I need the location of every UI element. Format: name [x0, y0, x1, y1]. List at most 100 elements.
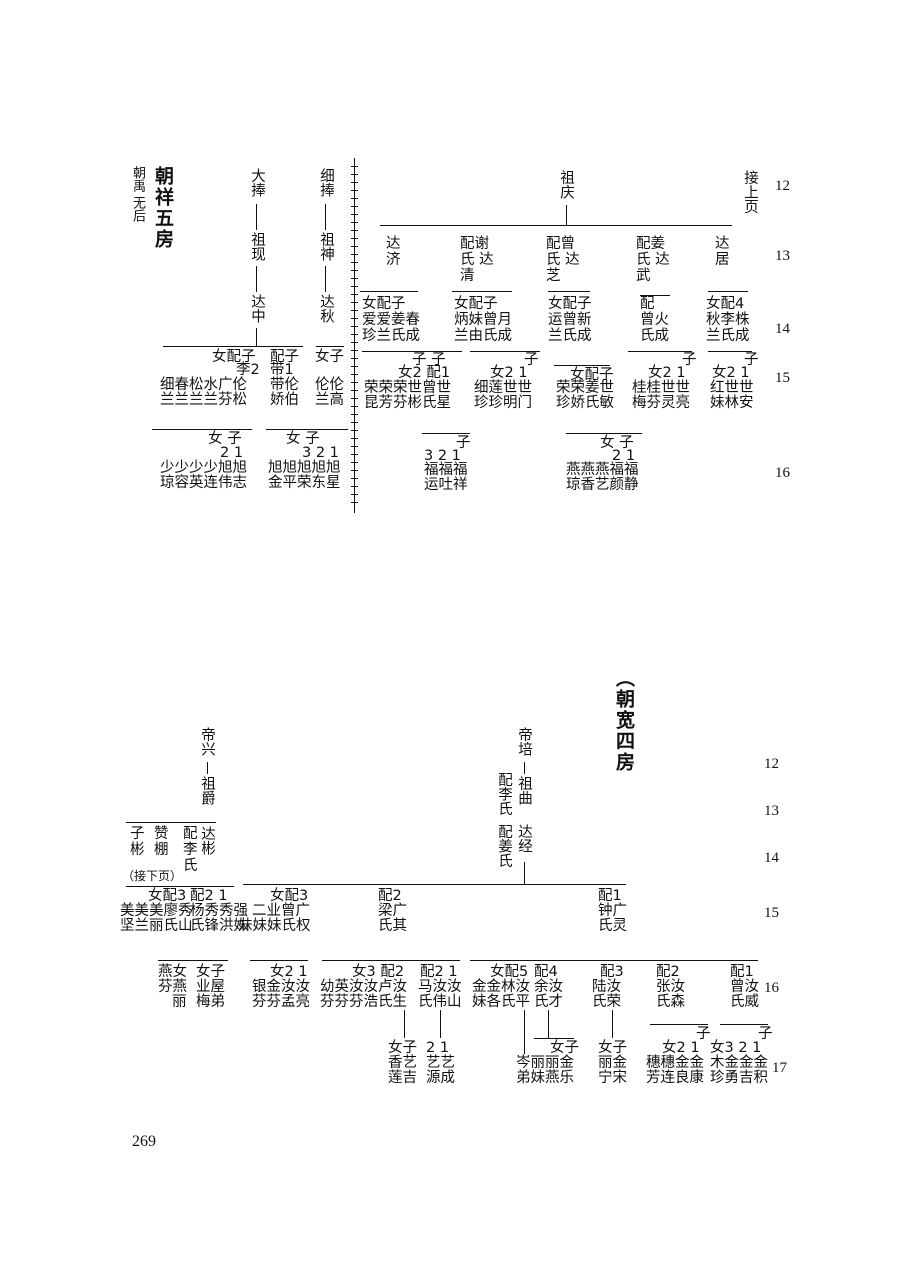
ruler-tick — [351, 502, 358, 503]
g17-names: 弟妹燕乐 — [516, 1070, 574, 1086]
ruler-tick — [351, 206, 358, 207]
line — [440, 1010, 441, 1038]
mid-g12: 帝培 — [516, 727, 532, 756]
line — [534, 1038, 574, 1039]
ruler-tick — [351, 374, 358, 375]
ruler-tick — [351, 294, 358, 295]
g16-names: 运吐祥 — [424, 477, 468, 493]
col2-g14: 达秋 — [318, 294, 334, 323]
g15-names: 荣荣姜世 — [556, 380, 614, 396]
line — [470, 351, 540, 352]
col1-g12: 大捧 — [249, 168, 265, 197]
g13-item: 达居 — [715, 236, 730, 268]
g16-names: 张汝 — [656, 979, 685, 995]
ruler-tick — [351, 438, 358, 439]
g16-label: 配2 — [656, 964, 680, 980]
line — [422, 433, 470, 434]
g17-label: 子 — [696, 1026, 711, 1042]
col1-g13: 祖现 — [249, 232, 265, 261]
g15-label: 配2 1 — [190, 888, 228, 904]
g15-names: 兰兰兰兰芬松 — [160, 392, 247, 408]
g16-names: 妹各氏平 — [472, 994, 530, 1010]
ruler-tick — [351, 174, 358, 175]
line — [256, 328, 257, 346]
g17-label: 2 1 — [426, 1040, 450, 1056]
ruler-tick — [351, 454, 358, 455]
g16-names: 少少少少旭旭 — [160, 460, 247, 476]
col2-g12: 细捧 — [318, 168, 334, 197]
line — [524, 762, 525, 774]
g15-names: 细春松水广伦 — [160, 377, 247, 393]
ruler-tick — [351, 382, 358, 383]
mid-g13-wife: 配李氏 — [496, 772, 512, 816]
ruler-tick — [351, 318, 358, 319]
g15-label: 女2 1 — [490, 365, 528, 381]
generation-13: 13 — [764, 803, 779, 819]
generation-14: 14 — [764, 850, 779, 866]
g15-label: 女2 配1 — [398, 365, 451, 381]
g15-names: 二业曾广 — [252, 903, 310, 919]
ruler-tick — [351, 358, 358, 359]
g13-item: 配谢氏 达清 — [460, 236, 494, 284]
line — [152, 429, 252, 430]
g15-names: 带伦 — [270, 377, 299, 393]
g17-names: 木金金金 — [710, 1055, 768, 1071]
g16-names: 银金汝汝 — [252, 979, 310, 995]
g15-names: 梅芬灵亮 — [632, 395, 690, 411]
g16-names: 丽 — [172, 994, 187, 1010]
g16-label: 女 子 — [208, 431, 242, 447]
ruler-tick — [351, 414, 358, 415]
g17-names: 丽金 — [598, 1055, 627, 1071]
line — [207, 762, 208, 774]
branch-text: 棚 — [154, 842, 169, 858]
col2-g13: 祖神 — [318, 232, 334, 261]
ruler-tick — [351, 278, 358, 279]
mid-g14: 达经 — [516, 824, 532, 853]
line — [325, 204, 326, 230]
ruler-tick — [351, 254, 358, 255]
generation-12: 12 — [764, 756, 779, 772]
g15-names: 珍珍明门 — [474, 395, 532, 411]
generation-14: 14 — [775, 321, 790, 337]
left-g14: 达彬 — [199, 826, 215, 855]
g15-label: 子 — [524, 352, 539, 368]
line — [452, 291, 512, 292]
g15-names: 娇伯 — [270, 392, 299, 408]
ruler-tick — [351, 334, 358, 335]
line — [524, 1010, 525, 1054]
g16-names: 氏伟山 — [418, 994, 462, 1010]
generation-13: 13 — [775, 248, 790, 264]
ruler-tick — [351, 406, 358, 407]
g15-label: 配1 — [598, 888, 622, 904]
line — [628, 351, 692, 352]
g16-names: 琼容英连伟志 — [160, 475, 247, 491]
g16-names: 金金林汝 — [472, 979, 530, 995]
top-subtitle: 朝禹 无后 — [130, 166, 145, 223]
g16-names: 氏荣 — [592, 994, 621, 1010]
g16-names: 芬芬孟亮 — [252, 994, 310, 1010]
g15-label: 女配子 — [212, 349, 256, 365]
col1-g14: 达中 — [249, 294, 265, 323]
g17-names: 香艺 — [388, 1055, 417, 1071]
g13-item: 配曾氏 达芝 — [546, 236, 580, 284]
g16-label: 燕女 — [158, 964, 187, 980]
ruler-tick — [351, 230, 358, 231]
g15-names: 珍娇氏敏 — [556, 395, 614, 411]
g17-names: 源成 — [426, 1070, 455, 1086]
g17-names: 珍勇吉积 — [710, 1070, 768, 1086]
g16-names: 琼香艺颜静 — [566, 477, 639, 493]
g16-label: 配2 1 — [420, 964, 458, 980]
line — [250, 960, 308, 961]
g15-names: 梁广 — [378, 903, 407, 919]
g16-names: 幼英汝汝卢汝 — [320, 979, 407, 995]
g15-label: 配子 — [270, 349, 299, 365]
g15-names: 坚兰丽氏山 — [120, 918, 193, 934]
g16-label: 3 2 1 — [302, 445, 339, 461]
g15-names: 美美美廖秀 — [120, 903, 193, 919]
g14-item: 女配子 运曾新 兰氏成 — [548, 296, 592, 344]
line — [524, 862, 525, 884]
g15-names: 氏锋洪妹 — [190, 918, 248, 934]
g15-label: 子 — [744, 352, 759, 368]
ruler-tick — [351, 446, 358, 447]
